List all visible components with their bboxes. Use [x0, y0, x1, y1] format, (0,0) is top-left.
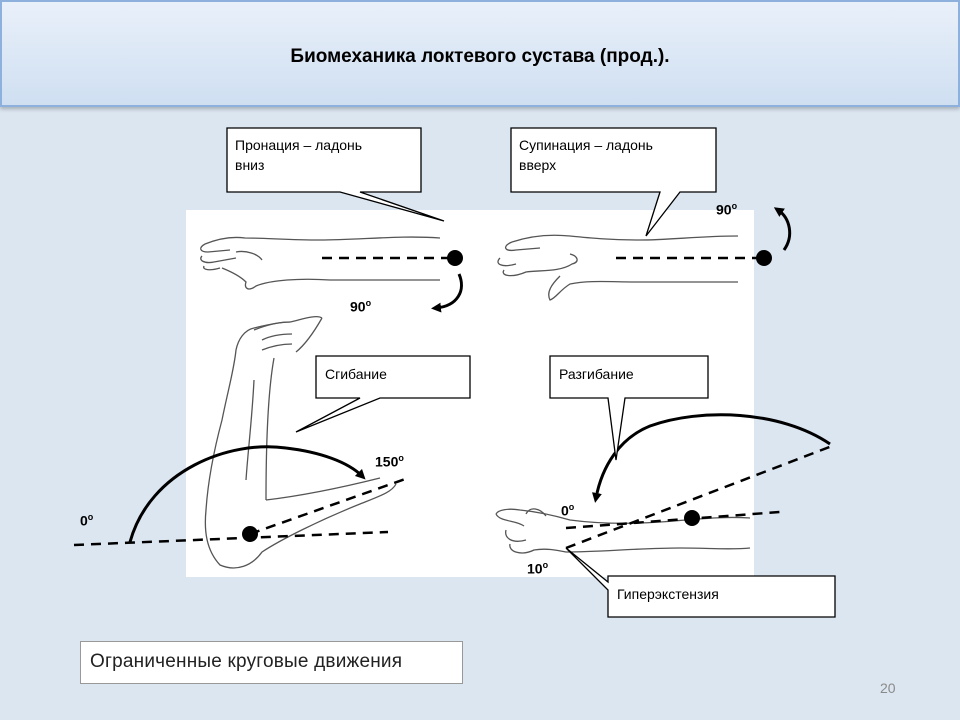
- pronation-label: Пронация – ладонь вниз: [235, 135, 362, 175]
- supination-callout-box: [510, 127, 717, 237]
- title-bar: Биомеханика локтевого сустава (прод.).: [0, 0, 960, 107]
- pronation-angle-label: 90o: [350, 298, 372, 315]
- hyperextension-callout-box: [565, 547, 836, 618]
- supination-arm-drawing: [497, 234, 739, 301]
- pronation-callout-box: [226, 127, 445, 222]
- flexion-end-angle-label: 150o: [375, 453, 404, 470]
- hyperextension-axis: [565, 444, 833, 550]
- flexion-start-angle-label: 0o: [80, 512, 94, 529]
- flexion-end-angle-value: 150: [375, 453, 399, 470]
- supination-label-line-2: вверх: [519, 157, 557, 173]
- flexion-start-angle-value: 0: [80, 512, 88, 529]
- flexion-label: Сгибание: [325, 366, 387, 382]
- hyperextension-label: Гиперэкстензия: [617, 586, 719, 602]
- extension-elbow-pivot: [684, 510, 700, 526]
- pronation-label-line-2: вниз: [235, 157, 265, 173]
- flexion-baseline: [73, 530, 389, 547]
- pronation-label-line-1: Пронация – ладонь: [235, 137, 363, 153]
- extension-arrow: [592, 413, 831, 503]
- extension-zero-angle-value: 0: [561, 502, 569, 519]
- supination-angle-label: 90o: [716, 201, 738, 218]
- footer-note-text: Ограниченные круговые движения: [90, 651, 403, 672]
- flexion-arm-drawing: [204, 316, 397, 569]
- extension-label: Разгибание: [559, 366, 634, 382]
- flexion-forearm-axis: [249, 476, 409, 536]
- pronation-arrow: [431, 273, 463, 313]
- flexion-arrow: [128, 445, 366, 543]
- supination-arrow: [773, 207, 792, 251]
- slide-title: Биомеханика локтевого сустава (прод.).: [290, 46, 670, 67]
- pronation-arm-drawing: [200, 236, 441, 290]
- supination-angle-value: 90: [716, 201, 732, 218]
- extension-forearm-axis: [565, 510, 781, 530]
- pronation-elbow-pivot: [447, 250, 463, 266]
- pronation-angle-value: 90: [350, 298, 366, 315]
- extension-callout-box: [549, 355, 709, 461]
- flexion-callout-box: [295, 355, 471, 433]
- hyperextension-angle-value: 10: [527, 560, 543, 577]
- hyperextension-angle-label: 10o: [527, 560, 549, 577]
- supination-label: Супинация – ладонь вверх: [519, 135, 653, 175]
- extension-zero-angle-label: 0o: [561, 502, 575, 519]
- footer-note-box: Ограниченные круговые движения: [80, 641, 463, 684]
- page-number: 20: [880, 680, 896, 696]
- supination-elbow-pivot: [756, 250, 772, 266]
- supination-label-line-1: Супинация – ладонь: [519, 137, 653, 153]
- flexion-elbow-pivot: [242, 526, 258, 542]
